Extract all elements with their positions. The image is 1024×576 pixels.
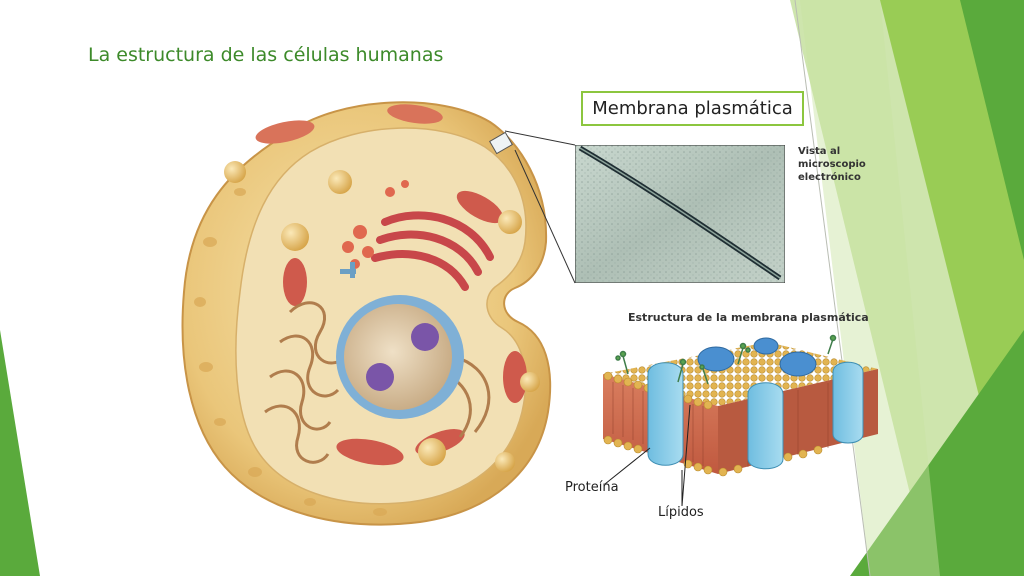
human-cell-illustration (181, 101, 552, 526)
caption-line-3: electrónico (798, 172, 861, 183)
cell-surface-pits (194, 188, 387, 516)
lipids-label: Lípidos (658, 505, 704, 520)
lysosomes (224, 161, 540, 472)
membrane-structure-title: Estructura de la membrana plasmática (628, 311, 869, 324)
slide-title: La estructura de las células humanas (88, 44, 444, 66)
endoplasmic-reticulum (264, 301, 491, 464)
bg-shape-dark-top (960, 0, 1024, 260)
nucleolus-2 (366, 363, 394, 391)
bg-shape-pale (800, 0, 940, 576)
caption-line-1: Vista al (798, 146, 841, 157)
caption-line-2: microscopio (798, 159, 866, 170)
membrane-bilayer-model (603, 334, 878, 477)
mitochondria (255, 104, 527, 466)
nucleus (344, 304, 452, 410)
bg-line (794, 0, 871, 576)
glycocalyx-chains (615, 334, 837, 385)
protein-label: Proteína (565, 480, 619, 495)
membrane-heading-box: Membrana plasmática (581, 91, 804, 126)
golgi-apparatus (371, 211, 494, 291)
bg-shape-dark-bottom (850, 330, 1024, 576)
nucleolus-1 (411, 323, 439, 351)
centrioles (340, 262, 356, 278)
bg-shape-left (0, 330, 40, 576)
micrograph-caption: Vista al microscopio electrónico (798, 145, 888, 184)
electron-micrograph (575, 145, 785, 283)
